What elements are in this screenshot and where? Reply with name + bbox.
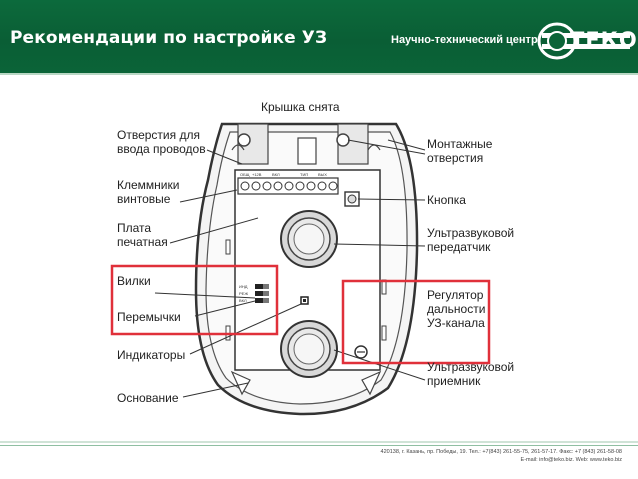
highlight-regulator: [341, 279, 491, 365]
label-line: отверстия: [427, 151, 484, 165]
footer-address: 420138, г. Казань, пр. Победы, 19. Тел.:…: [380, 449, 622, 455]
terminal-mark: +12В: [252, 172, 262, 177]
label-line: Отверстия для: [117, 128, 200, 142]
teko-logo-icon: [537, 22, 630, 60]
label-wire-holes: Отверстия для ввода проводов: [117, 128, 206, 156]
jumper-mark: ВКЛ: [239, 298, 247, 303]
footer-contacts: 420138, г. Казань, пр. Победы, 19. Тел.:…: [381, 448, 622, 464]
label-line: УЗ-канала: [427, 316, 485, 330]
header-bar: [0, 0, 638, 75]
label-button: Кнопка: [427, 193, 466, 207]
highlight-forks-jumpers: [110, 264, 279, 336]
label-indicators: Индикаторы: [117, 348, 186, 362]
footer-email-web: E-mail: info@teko.biz. Web: www.teko.biz: [520, 457, 622, 463]
label-line: передатчик: [427, 240, 491, 254]
label-line: приемник: [427, 374, 481, 388]
device-diagram: ОБЩ +12В ВКЛ ТИП ВЫХ ИНД РЕЖ ВКЛ: [110, 122, 491, 416]
terminal-mark: ВКЛ: [272, 172, 280, 177]
label-transmitter: Ультразвуковой передатчик: [427, 226, 514, 254]
company-name: Научно-технический центр: [391, 34, 538, 46]
label-regulator: Регулятор дальности УЗ-канала: [427, 288, 485, 330]
footer-divider-thin: [0, 445, 638, 446]
label-line: Регулятор: [427, 288, 484, 302]
label-cover-removed: Крышка снята: [261, 100, 340, 114]
mount-hole-left: [237, 133, 251, 147]
logo-text: ТЕКО: [570, 28, 638, 52]
label-jumpers: Перемычки: [117, 310, 181, 324]
header-divider: [0, 73, 638, 75]
label-forks: Вилки: [117, 274, 151, 288]
label-terminals: Клеммники винтовые: [117, 178, 179, 206]
label-base: Основание: [117, 391, 179, 405]
mount-hole-right: [336, 133, 350, 147]
label-board: Плата печатная: [117, 221, 168, 249]
label-mount-holes: Монтажные отверстия: [427, 137, 492, 165]
label-line: дальности: [427, 302, 486, 316]
label-receiver: Ультразвуковой приемник: [427, 360, 514, 388]
footer-divider: [0, 441, 638, 443]
jumper-mark: РЕЖ: [239, 291, 248, 296]
label-line: Ультразвуковой: [427, 360, 515, 374]
label-line: ввода проводов: [117, 142, 206, 156]
slide-title: Рекомендации по настройке УЗ: [10, 28, 328, 48]
label-line: Клеммники: [117, 178, 180, 192]
label-line: Плата: [117, 221, 152, 235]
terminal-mark: ТИП: [300, 172, 308, 177]
terminal-mark: ВЫХ: [318, 172, 327, 177]
label-line: Монтажные: [427, 137, 493, 151]
label-line: Ультразвуковой: [427, 226, 515, 240]
label-line: печатная: [117, 235, 168, 249]
jumper-mark: ИНД: [239, 284, 248, 289]
terminal-mark: ОБЩ: [240, 172, 250, 177]
label-line: винтовые: [117, 192, 171, 206]
